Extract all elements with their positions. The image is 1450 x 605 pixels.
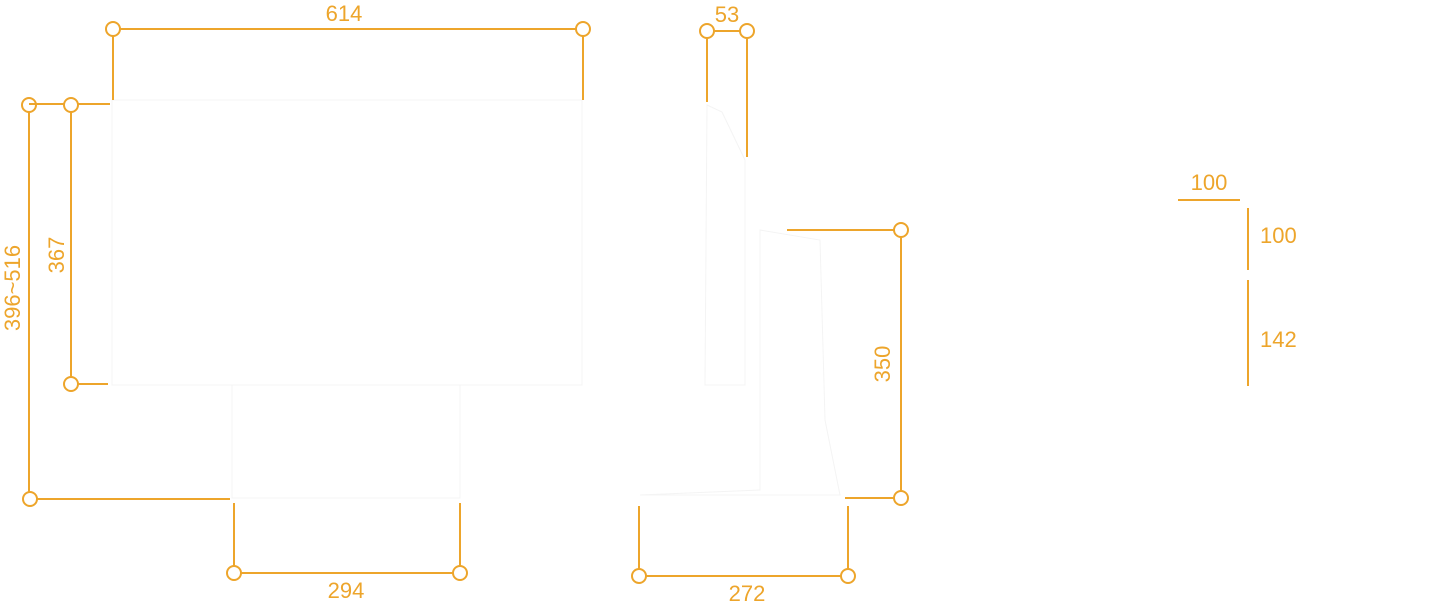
mount-offset-label: 142 bbox=[1260, 327, 1297, 352]
base-width-dimension: 294 bbox=[226, 503, 468, 603]
front-width-label: 614 bbox=[326, 1, 363, 26]
height-adjust-dimension: 350 bbox=[787, 222, 909, 506]
vesa-horizontal-dimension: 100 bbox=[1178, 170, 1240, 201]
monitor-side-outline bbox=[639, 104, 841, 496]
side-base-depth-dimension: 272 bbox=[631, 506, 856, 605]
thickness-dimension: 53 bbox=[699, 2, 755, 157]
front-width-dimension: 614 bbox=[105, 1, 591, 100]
base-width-label: 294 bbox=[328, 578, 365, 603]
monitor-front-outline bbox=[111, 99, 583, 499]
vesa-horizontal-label: 100 bbox=[1191, 170, 1228, 195]
mount-offset-dimension: 142 bbox=[1247, 280, 1297, 386]
vesa-vertical-dimension: 100 bbox=[1247, 208, 1297, 270]
side-base-depth-label: 272 bbox=[729, 581, 766, 605]
thickness-label: 53 bbox=[715, 2, 739, 27]
height-range-label: 396~516 bbox=[0, 245, 25, 331]
screen-height-label: 367 bbox=[44, 237, 69, 274]
height-adjust-label: 350 bbox=[870, 346, 895, 383]
vesa-vertical-label: 100 bbox=[1260, 223, 1297, 248]
screen-height-dimension: 367 bbox=[29, 97, 110, 392]
